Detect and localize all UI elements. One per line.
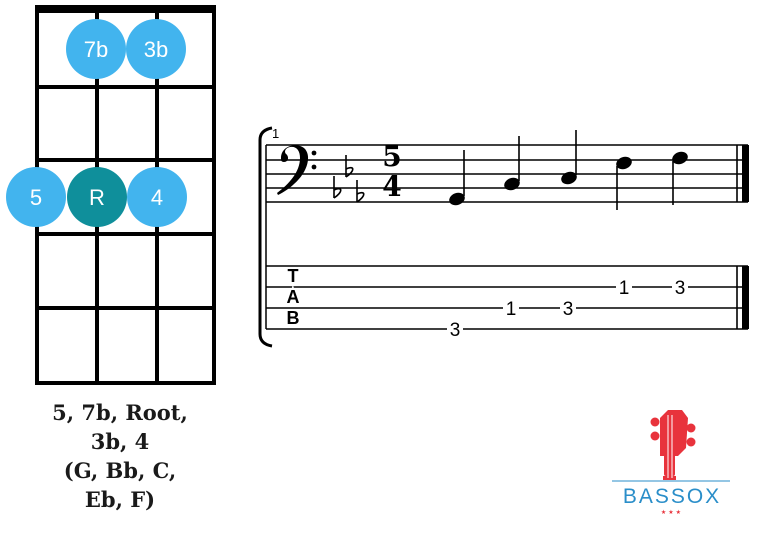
logo-stars: ★★★ — [661, 509, 683, 516]
tab-note-bg — [672, 278, 688, 296]
note-dot: 5 — [6, 167, 66, 227]
nut — [35, 5, 216, 13]
note-dot: 7b — [66, 19, 126, 79]
staff-notes — [449, 130, 688, 210]
note-dot: 3b — [126, 19, 186, 79]
bassox-logo: BASSOX ★★★ — [612, 410, 730, 516]
note-dot: R — [67, 167, 127, 227]
tab-staff: TAB 3 1 3 1 3 — [266, 264, 749, 341]
notation-and-tab: 1 5 4 — [258, 126, 749, 348]
tab-fret-number: 3 — [563, 299, 574, 320]
note-dot-label: R — [89, 185, 105, 210]
tab-letter: T — [288, 266, 299, 286]
tab-fret-number: 3 — [450, 320, 461, 341]
system-brace — [258, 126, 273, 348]
thick-barline — [742, 266, 749, 329]
note-dot-label: 7b — [84, 37, 108, 62]
tab-note-bg — [447, 320, 463, 338]
tab-letter: B — [287, 308, 300, 328]
caption-line: 5, 7b, Root, — [52, 400, 188, 425]
flat-sign — [333, 176, 342, 199]
tab-letter: A — [287, 287, 300, 307]
thick-barline — [742, 145, 749, 202]
bass-headstock-icon — [650, 410, 696, 480]
tab-fret-number: 1 — [506, 299, 517, 320]
flat-sign — [356, 180, 365, 203]
note-dot: 4 — [127, 167, 187, 227]
time-signature-bottom: 4 — [382, 170, 401, 203]
key-signature — [333, 155, 365, 203]
bass-clef — [277, 145, 317, 195]
logo-text: BASSOX — [623, 485, 721, 508]
tab-note-bg — [616, 278, 632, 296]
tab-fret-number: 1 — [619, 278, 630, 299]
tab-note-bg — [560, 299, 576, 317]
note-g — [449, 150, 465, 206]
note-dot-label: 5 — [30, 185, 42, 210]
caption-line: 3b, 4 — [90, 429, 150, 454]
tab-note-bg — [503, 299, 519, 317]
flat-sign — [345, 155, 354, 178]
scale-caption: 5, 7b, Root, 3b, 4 (G, Bb, C, Eb, F) — [20, 398, 220, 514]
fretboard-diagram: 7b 3b 5 R 4 — [6, 5, 216, 385]
measure-number: 1 — [272, 126, 279, 141]
note-dot-label: 3b — [144, 37, 168, 62]
caption-line: Eb, F) — [84, 487, 156, 512]
note-f — [672, 151, 688, 205]
caption-line: (G, Bb, C, — [63, 458, 177, 483]
time-signature-top: 5 — [382, 140, 401, 173]
tab-fret-number: 3 — [675, 278, 686, 299]
note-c — [561, 130, 577, 185]
note-b-flat — [504, 136, 520, 191]
note-dot-label: 4 — [151, 185, 163, 210]
note-e-flat — [616, 156, 632, 210]
